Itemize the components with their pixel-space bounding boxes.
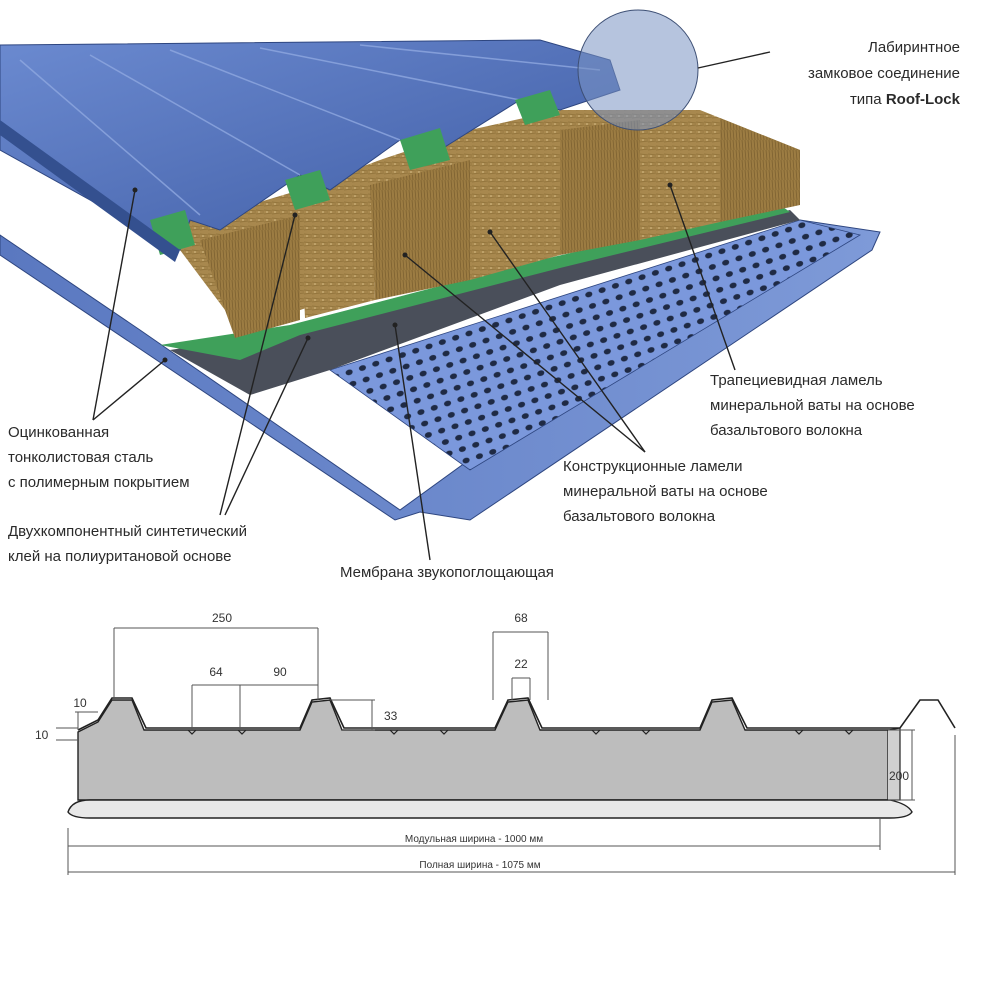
dimension-lines — [56, 627, 956, 875]
dim-full-width: Полная ширина - 1075 мм — [419, 860, 540, 871]
dim-68: 68 — [514, 611, 528, 625]
steel-ribs — [19, 44, 601, 216]
profile-core — [77, 699, 889, 801]
cross-section-drawing — [67, 697, 956, 819]
label-trap-line1: Трапециевидная ламель — [710, 372, 883, 389]
callout-arrowheads — [132, 182, 673, 363]
perforated-membrane — [329, 219, 862, 471]
label-trapezoid-lamella: Трапециевидная ламель минеральной ваты н… — [710, 372, 915, 439]
dim-64: 64 — [209, 665, 223, 679]
dimension-labels: 250 68 64 90 22 33 10 10 200 Модульная ш… — [35, 611, 909, 871]
label-trap-line2: минеральной ваты на основе — [710, 397, 915, 414]
dim-33: 33 — [384, 709, 398, 723]
profile-top-steel — [77, 697, 956, 731]
label-roof-lock-line2: замковое соединение — [808, 65, 960, 82]
label-roof-lock: Лабиринтное замковое соединение типа Roo… — [808, 39, 961, 108]
dim-modular-width: Модульная ширина - 1000 мм — [405, 834, 543, 845]
label-steel: Оцинкованная тонколистовая сталь с полим… — [8, 424, 190, 491]
callout-lines — [92, 51, 771, 561]
dim-250: 250 — [212, 611, 232, 625]
wool-lamellae — [200, 118, 800, 338]
label-roof-lock-prefix: типа — [850, 91, 886, 108]
label-membrane: Мембрана звукопоглощающая — [340, 564, 554, 581]
label-steel-line1: Оцинкованная — [8, 424, 109, 441]
profile-right-lock — [887, 727, 901, 801]
sound-membrane — [170, 210, 800, 395]
dim-200: 200 — [889, 769, 909, 783]
label-roof-lock-line1: Лабиринтное — [868, 39, 960, 56]
glue-layer — [160, 205, 790, 360]
dim-90: 90 — [273, 665, 287, 679]
roof-lock-highlight — [577, 9, 699, 131]
dim-10-left: 10 — [35, 728, 49, 742]
label-structural-lamellae: Конструкционные ламели минеральной ваты … — [563, 458, 768, 525]
label-roof-lock-line3: типа Roof-Lock — [850, 91, 961, 108]
steel-edge — [0, 120, 180, 262]
dim-22: 22 — [514, 657, 528, 671]
profile-bottom-steel — [67, 799, 913, 819]
label-glue-line2: клей на полиуритановой основе — [8, 548, 231, 565]
label-glue: Двухкомпонентный синтетический клей на п… — [8, 523, 247, 565]
label-struct-line1: Конструкционные ламели — [563, 458, 743, 475]
label-steel-line3: с полимерным покрытием — [8, 474, 190, 491]
panel-illustration — [0, 9, 881, 521]
dim-10-top: 10 — [73, 696, 87, 710]
profile-grooves — [187, 729, 854, 735]
label-trap-line3: базальтового волокна — [710, 422, 863, 439]
label-struct-line3: базальтового волокна — [563, 508, 716, 525]
label-struct-line2: минеральной ваты на основе — [563, 483, 768, 500]
label-roof-lock-bold: Roof-Lock — [886, 91, 961, 108]
label-glue-line1: Двухкомпонентный синтетический — [8, 523, 247, 540]
label-steel-line2: тонколистовая сталь — [8, 449, 153, 466]
